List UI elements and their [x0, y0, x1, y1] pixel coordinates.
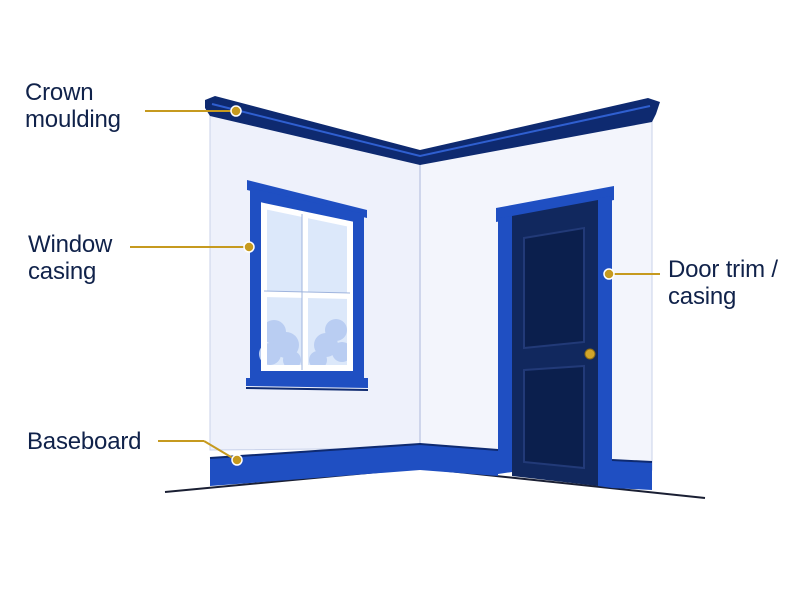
crown-moulding-highlight	[211, 103, 651, 158]
window-sill-edge	[245, 387, 369, 391]
label-door-trim: Door trim / casing	[668, 256, 778, 310]
leader-lines	[130, 110, 660, 461]
label-window-casing: Window casing	[28, 231, 113, 285]
baseboard-top-edge	[209, 442, 499, 459]
door-side-casing-left	[498, 216, 512, 474]
callout-dot-icon	[231, 454, 243, 466]
window-muntin-edges	[263, 214, 351, 370]
baseboard-right-top-edge	[611, 459, 653, 463]
crown-moulding-left	[205, 96, 420, 165]
door-side-casing-right	[598, 196, 612, 488]
baseboard-right-b	[612, 460, 652, 490]
crown-moulding-right	[420, 98, 660, 165]
door-upper-panel	[523, 226, 585, 350]
callout-dot-icon	[603, 268, 615, 280]
label-crown-moulding: Crown moulding	[25, 79, 121, 133]
label-baseboard: Baseboard	[27, 428, 142, 455]
callout-dot-icon	[243, 241, 255, 253]
door-head-casing	[496, 186, 614, 222]
baseboard-right-a	[420, 444, 498, 476]
door-knob-icon	[584, 348, 596, 360]
callout-dot-icon	[230, 105, 242, 117]
window-sill	[246, 378, 368, 388]
door-lower-panel	[523, 364, 585, 470]
